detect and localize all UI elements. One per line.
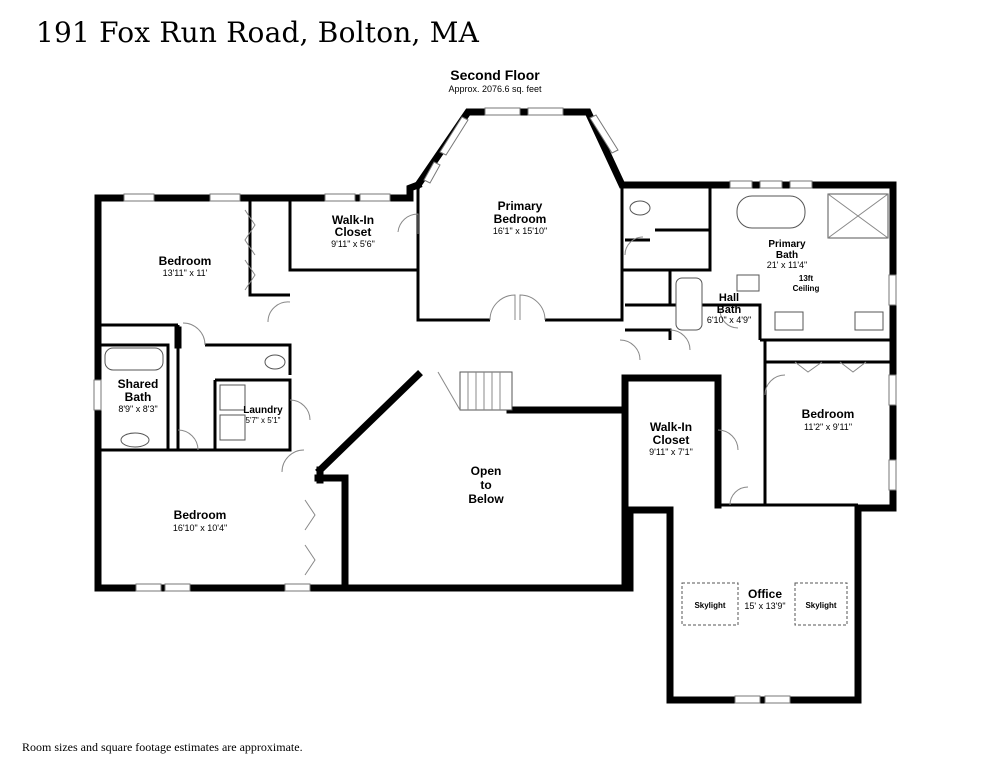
listing-address-title: 191 Fox Run Road, Bolton, MA: [36, 16, 480, 49]
open-to-below-3: Below: [468, 492, 504, 506]
bedroom-sw-dims: 16'10" x 10'4": [173, 523, 227, 533]
shared-bath-label-1: Shared: [118, 377, 159, 391]
doors: [177, 209, 867, 576]
interior-walls: [98, 185, 893, 592]
skylight-left: [681, 582, 739, 626]
walk-in-closet-mid-label-2: Closet: [653, 433, 690, 447]
office-dims: 15' x 13'9": [744, 601, 785, 611]
walk-in-closet-mid-dims: 9'11" x 7'1": [649, 447, 693, 457]
bedroom-nw-label: Bedroom: [159, 254, 212, 268]
ceiling-note-2: Ceiling: [793, 284, 820, 293]
sink-left-primary: [774, 311, 804, 331]
primary-bedroom-dims: 16'1" x 15'10": [493, 226, 547, 236]
dryer: [219, 414, 246, 441]
footer-disclaimer: Room sizes and square footage estimates …: [22, 740, 303, 754]
toilet-primary: [629, 200, 651, 216]
walk-in-closet-top-label-1: Walk-In: [332, 213, 374, 227]
bedroom-east-label: Bedroom: [802, 407, 855, 421]
sink-shared-bath: [120, 432, 150, 448]
tub-shared-bath: [104, 347, 164, 371]
ceiling-note-1: 13ft: [799, 274, 814, 283]
bedroom-sw-label: Bedroom: [174, 508, 227, 522]
freestanding-tub: [736, 195, 806, 229]
walk-in-closet-top-label-2: Closet: [335, 225, 372, 239]
skylight-left-label: Skylight: [694, 601, 725, 610]
windows: [93, 107, 897, 704]
primary-bath-label-2: Bath: [776, 250, 798, 261]
walk-in-closet-mid-label-1: Walk-In: [650, 420, 692, 434]
primary-bedroom-label-1: Primary: [498, 199, 543, 213]
hall-bath-dims: 6'10" x 4'9": [707, 315, 751, 325]
staircase: [437, 371, 513, 411]
laundry-label: Laundry: [243, 405, 283, 416]
shared-bath-label-2: Bath: [125, 390, 152, 404]
sink-hall-bath: [736, 274, 760, 292]
hall-bath-label-2: Bath: [717, 304, 742, 316]
shared-bath-dims: 8'9" x 8'3": [118, 404, 157, 414]
washer: [219, 384, 246, 411]
toilet-hall: [264, 354, 286, 370]
bedroom-nw-dims: 13'11" x 11': [163, 268, 208, 278]
open-to-below-1: Open: [471, 464, 502, 478]
laundry-dims: 5'7" x 5'1": [246, 416, 281, 425]
floor-area: Approx. 2076.6 sq. feet: [448, 84, 542, 94]
tub-hall-bath: [675, 277, 703, 331]
primary-bath-dims: 21' x 11'4": [767, 260, 808, 270]
fixtures: [104, 193, 889, 448]
floor-name: Second Floor: [450, 67, 540, 83]
sink-right-primary: [854, 311, 884, 331]
bedroom-east-dims: 11'2" x 9'11": [804, 422, 852, 432]
primary-bedroom-label-2: Bedroom: [494, 212, 547, 226]
skylight-right: [794, 582, 848, 626]
open-to-below-2: to: [480, 478, 491, 492]
skylight-right-label: Skylight: [805, 601, 836, 610]
office-label: Office: [748, 587, 782, 601]
room-labels: Primary Bedroom 16'1" x 15'10" Walk-In C…: [118, 199, 855, 611]
hall-bath-label-1: Hall: [719, 292, 739, 304]
primary-bath-label-1: Primary: [768, 239, 806, 250]
walk-in-closet-top-dims: 9'11" x 5'6": [331, 239, 375, 249]
